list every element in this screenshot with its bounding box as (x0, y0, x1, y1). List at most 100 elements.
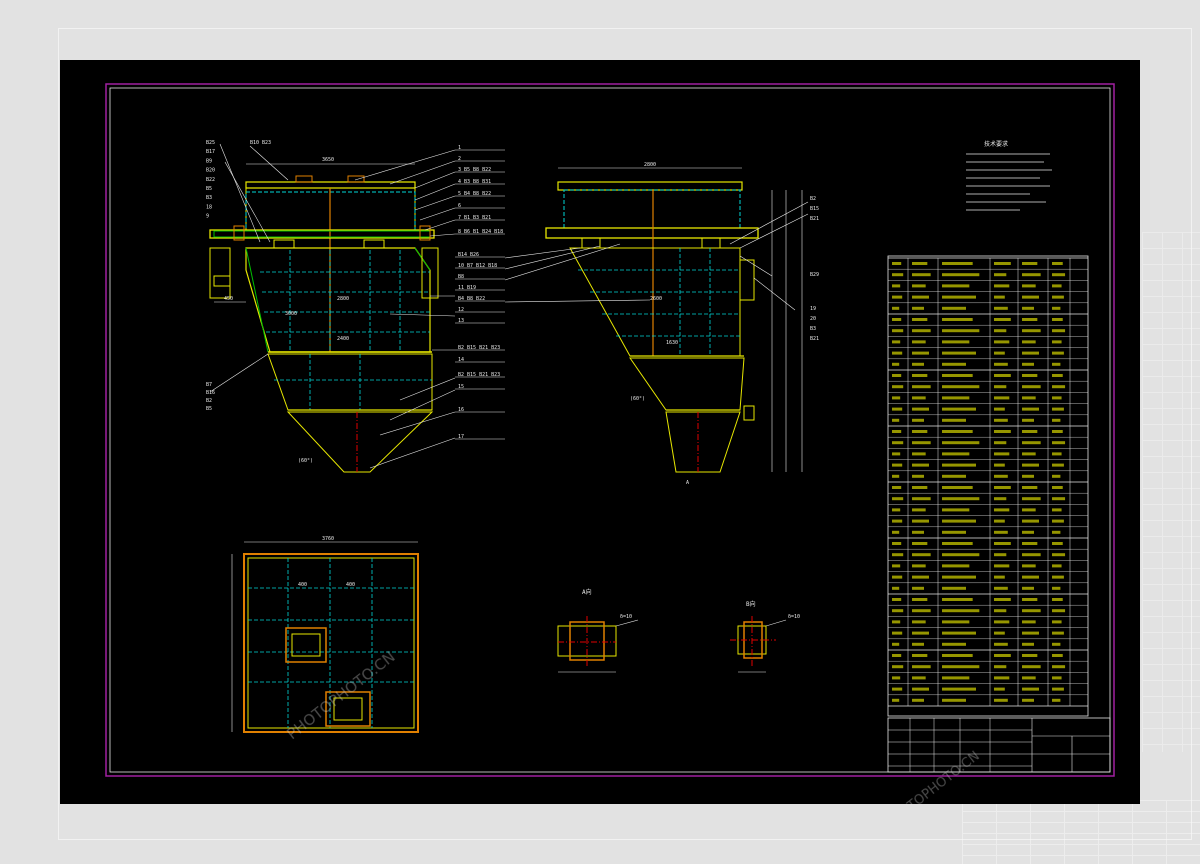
table-cell-mark (994, 430, 1011, 433)
table-cell-mark (1052, 575, 1064, 579)
table-cell-mark (892, 452, 901, 456)
table-cell-mark (892, 586, 900, 590)
table-cell-mark (942, 687, 976, 691)
svg-text:δ=10: δ=10 (620, 614, 632, 620)
table-cell-mark (942, 519, 976, 523)
callout-label: B3 (206, 195, 212, 201)
table-cell-mark (912, 586, 924, 590)
callout-label: B8 (458, 274, 464, 280)
table-cell-mark (912, 474, 924, 478)
callout-label: 15 (458, 384, 464, 390)
callout-label: 13 (458, 318, 464, 324)
table-cell-mark (942, 553, 980, 557)
table-cell-mark (892, 295, 903, 299)
cad-drawing: 3650 450 3000 2800 2400 (60°) (105, 83, 1115, 804)
table-cell-mark (1052, 642, 1061, 646)
table-cell-mark (942, 418, 966, 422)
callout-label: 17 (458, 434, 464, 440)
table-cell-mark (994, 665, 1007, 669)
table-cell-mark (1022, 497, 1041, 501)
table-cell-mark (892, 553, 904, 557)
inner-frame (109, 87, 1111, 773)
table-cell-mark (942, 542, 973, 545)
table-cell-mark (912, 620, 926, 624)
table-cell-mark (942, 631, 976, 635)
table-cell-mark (912, 340, 926, 344)
callout-label: B5 (206, 406, 212, 412)
callout-label: 3 B5 B8 B22 (458, 167, 491, 173)
callout-label: 18 (206, 204, 212, 210)
table-cell-mark (1052, 463, 1064, 467)
table-cell-mark (912, 452, 926, 456)
table-cell-mark (1022, 385, 1041, 389)
table-cell-mark (942, 486, 973, 489)
table-cell-mark (892, 474, 900, 478)
table-cell-mark (942, 609, 980, 613)
table-cell-mark (1022, 430, 1038, 433)
table-cell-mark (912, 598, 928, 601)
table-cell-mark (942, 340, 970, 344)
table-cell-mark (942, 374, 973, 377)
table-cell-mark (994, 497, 1007, 501)
table-cell-mark (892, 654, 902, 657)
callout-label: 9 (206, 214, 209, 220)
table-cell-mark (1052, 452, 1062, 456)
table-cell-mark (1052, 329, 1066, 333)
callout-label: B2 B15 B21 B23 (458, 345, 500, 351)
callout-label: 1 (458, 145, 461, 151)
table-cell-mark (892, 642, 900, 646)
table-cell-mark (1022, 676, 1036, 680)
table-cell-mark (1052, 318, 1063, 321)
table-cell-mark (912, 374, 928, 377)
table-cell-mark (1022, 665, 1041, 669)
table-cell-mark (892, 362, 900, 366)
front-view: 3650 450 3000 2800 2400 (60°) (209, 157, 439, 473)
table-cell-mark (1022, 654, 1038, 657)
callout-label: B5 (206, 186, 212, 192)
callout-label: 4 B3 B8 B31 (458, 179, 491, 185)
callout-label: 10 B7 B12 B18 (458, 263, 497, 269)
table-cell-mark (994, 273, 1007, 277)
table-cell-mark (1022, 463, 1039, 467)
table-cell-mark (994, 586, 1008, 590)
table-cell-mark (1052, 542, 1063, 545)
table-cell-mark (1022, 586, 1034, 590)
table-cell-mark (912, 631, 929, 635)
svg-text:δ=10: δ=10 (788, 614, 800, 620)
table-cell-mark (942, 598, 973, 601)
table-cell-mark (1052, 530, 1061, 534)
table-cell-mark (1022, 318, 1038, 321)
callout-label: 2 (458, 156, 461, 162)
table-cell-mark (912, 262, 928, 265)
table-cell-mark (1022, 564, 1036, 568)
table-cell-mark (994, 553, 1007, 557)
svg-text:3760: 3760 (322, 536, 334, 542)
svg-text:400: 400 (298, 582, 307, 588)
table-cell-mark (1022, 486, 1038, 489)
table-cell-mark (1052, 665, 1066, 669)
svg-text:400: 400 (346, 582, 355, 588)
callout-label: 14 (458, 357, 464, 363)
table-cell-mark (942, 452, 970, 456)
callout-label: B3 (810, 326, 816, 332)
svg-text:1630: 1630 (666, 340, 678, 346)
svg-text:(60°): (60°) (630, 396, 645, 402)
table-cell-mark (912, 519, 929, 523)
callout-label: 16 (458, 407, 464, 413)
svg-text:A: A (686, 480, 689, 486)
table-cell-mark (1022, 329, 1041, 333)
cad-canvas[interactable]: 3650 450 3000 2800 2400 (60°) (60, 60, 1140, 804)
table-cell-mark (892, 273, 904, 277)
svg-text:2800: 2800 (337, 296, 349, 302)
table-cell-mark (942, 463, 976, 467)
table-cell-mark (912, 385, 931, 389)
table-cell-mark (892, 430, 902, 433)
table-cell-mark (1022, 519, 1039, 523)
table-cell-mark (994, 698, 1008, 702)
callout-label: 11 B19 (458, 285, 476, 291)
table-cell-mark (1022, 273, 1041, 277)
table-cell-mark (912, 441, 931, 445)
table-cell-mark (942, 273, 980, 277)
